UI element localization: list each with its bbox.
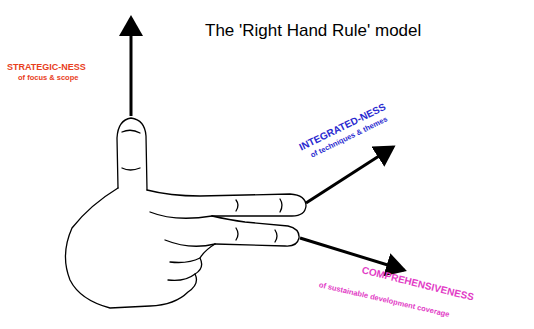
diagram-title: The 'Right Hand Rule' model [205,22,421,39]
axis-arrows [131,18,404,270]
thumb-arrow [130,18,133,116]
middle-arrow [300,238,404,270]
axis-label: STRATEGIC-NESS [7,63,86,72]
hand-outline [65,118,306,308]
axis-sublabel: of focus & scope [18,74,78,82]
